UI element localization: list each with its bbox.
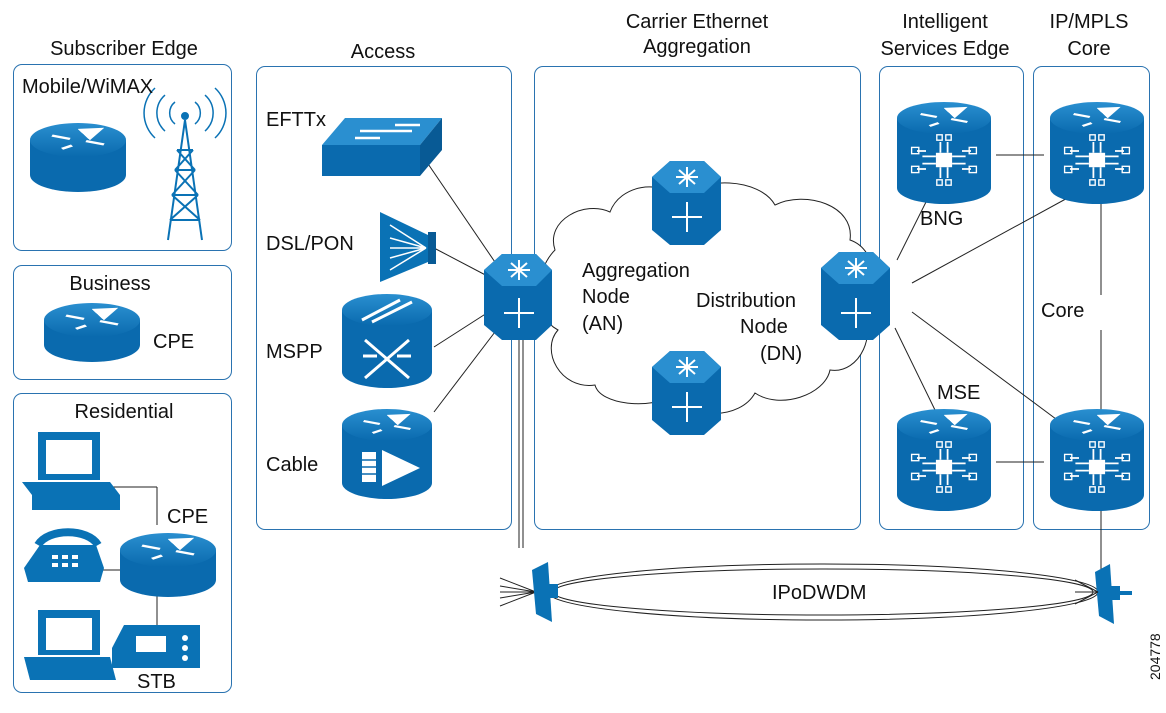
mspp-icon (342, 294, 432, 388)
dwdm-right-icon (1074, 564, 1132, 624)
distribution-node-icon (821, 252, 890, 340)
cable-modem-icon (342, 409, 432, 499)
section-title-aggregation: Aggregation (643, 36, 751, 58)
wimax-tower-icon (143, 87, 227, 241)
mse-router-icon (897, 409, 991, 511)
panel-mobile (13, 64, 232, 251)
efttx-switch-icon (322, 118, 442, 176)
label-business: Business (69, 273, 151, 295)
section-title-ipmpls: IP/MPLS (1049, 11, 1129, 33)
dsl-pon-icon (380, 212, 436, 282)
panel-residential (13, 393, 232, 693)
business-router-icon (44, 303, 140, 362)
label-dsl-pon: DSL/PON (266, 233, 354, 255)
panel-ipmpls-core (1033, 66, 1150, 530)
label-cable: Cable (266, 454, 319, 476)
mobile-router-icon (30, 123, 126, 192)
section-title-access: Access (350, 41, 416, 63)
section-title-core: Core (1067, 38, 1111, 60)
bng-router-icon (897, 102, 991, 204)
panel-business (13, 265, 232, 380)
label-business-cpe: CPE (153, 331, 195, 353)
label-mspp: MSPP (266, 341, 323, 363)
label-aggregation-node-2: Node (582, 286, 630, 308)
label-mobile-wimax: Mobile/WiMAX (22, 76, 154, 98)
label-core: Core (1041, 300, 1085, 322)
label-ipodwdm: IPoDWDM (772, 582, 867, 604)
label-residential-cpe: CPE (167, 506, 209, 528)
stb-icon (112, 625, 200, 668)
label-aggregation-node-1: Aggregation (582, 260, 690, 282)
residential-pc-icon (22, 432, 120, 510)
label-distribution-node-1: Distribution (696, 290, 797, 312)
aggregation-node-icon (484, 254, 552, 340)
residential-phone-icon (24, 528, 104, 582)
cloud-switch-bottom-icon (652, 351, 721, 435)
cloud-switch-top-icon (652, 161, 721, 245)
core-router-top-icon (1050, 102, 1144, 204)
residential-cpe-router-icon (120, 533, 216, 597)
section-title-subscriber-edge: Subscriber Edge (50, 38, 198, 60)
dwdm-left-icon (499, 562, 558, 622)
label-residential: Residential (74, 401, 174, 423)
label-bng: BNG (920, 208, 964, 230)
section-title-intelligent: Intelligent (902, 11, 988, 33)
label-distribution-node-2: Node (740, 316, 788, 338)
label-stb: STB (137, 671, 176, 693)
residential-pc2-icon (24, 610, 116, 680)
figure-id: 204778 (1147, 633, 1163, 680)
label-distribution-node-3: (DN) (760, 343, 803, 365)
section-title-carrier-ethernet: Carrier Ethernet (625, 11, 769, 33)
label-aggregation-node-3: (AN) (582, 313, 624, 335)
core-router-bottom-icon (1050, 409, 1144, 511)
label-efttx: EFTTx (266, 109, 326, 131)
section-title-services-edge: Services Edge (880, 38, 1010, 60)
label-mse: MSE (937, 382, 981, 404)
